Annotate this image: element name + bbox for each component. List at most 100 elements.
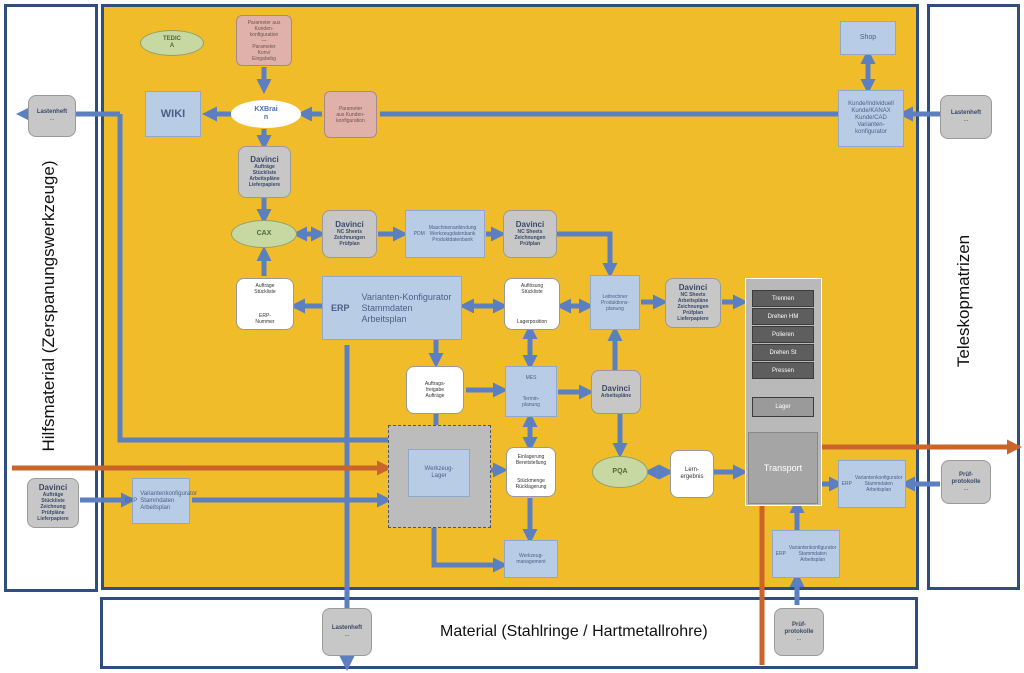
kxbrain-node: KXBrai n [231,100,301,128]
leitrechner-text: Leitrechner Produktions- planung [600,293,630,312]
davinci-5-body: Arbeitspläne [600,392,632,399]
erp-main-body: Varianten-Konfigurator Stammdaten Arbeit… [361,291,452,324]
pruefprotokolle-right-box: Prüf- protokolle... [941,460,991,504]
bottom-frame-label: Material (Stahlringe / Hartmetallrohre) [440,623,708,640]
lastenheft-bottom-sub: ... [344,632,350,638]
erp-left-label: ERP [124,497,138,504]
transport-box: Transport [748,432,818,504]
erp-right-label: ERP [841,481,852,487]
pruefprotokolle-bottom-title: Prüf- protokolle [784,621,814,635]
kxbrain-text: KXBrai n [254,106,278,121]
machine-drehen-hm: Drehen HM [752,308,814,325]
einlagerung-top: Einlagerung Bereitstellung [515,454,547,466]
lastenheft-left-box: Lastenheft... [28,95,76,137]
mes-box: MES Termin- planung [505,366,557,417]
davinci-4-title: Davinci [678,282,708,292]
davinci-5-title: Davinci [601,383,631,393]
auftragsfreigabe-box: Auftrags- freigabe Aufträge [406,366,464,414]
mes-top: MES [525,374,537,381]
cax-node: CAX [231,220,297,248]
lastenheft-right-title: Lastenheft [950,110,982,116]
lastenheft-bottom-title: Lastenheft [331,625,363,631]
machine-polieren: Polieren [752,326,814,343]
erp-left-body: Variantenkonfigurator Stammdaten Arbeits… [140,490,198,511]
auftrag-left-top: Aufträge Stückliste [254,283,276,295]
parameter-top-text: Parameter aus Kunden- konfiguration — Pa… [247,19,281,62]
lager-box: Lager [752,397,814,417]
lastenheft-bottom-box: Lastenheft... [322,608,372,656]
pruefprotokolle-right-title: Prüf- protokolle [951,471,981,485]
werkzeugmanagement-text: Werkzeug- management [516,553,546,565]
lastenheft-right-box: Lastenheft... [940,95,992,139]
kunde-konfigurator-text: Kunde/Individuell Kunde/KANAX Kunde/CAD … [848,101,894,135]
werkzeuglager-text: Werkzeug- Lager [424,466,454,479]
shop-box: Shop [840,21,896,55]
erp-bottom-body: Variantenkonfigurator Stammdaten Arbeits… [788,545,837,563]
cax-text: CAX [256,230,272,237]
parameter-mid-text: Parameter aus Kunden- konfiguration [336,105,365,124]
erp-main-box: ERP Varianten-Konfigurator Stammdaten Arb… [322,276,462,340]
leitrechner-box: Leitrechner Produktions- planung [590,275,640,330]
lastenheft-right-sub: ... [963,117,969,123]
wiki-box: WIKI [145,91,201,137]
machine-trennen: Trennen [752,290,814,307]
pruefprotokolle-bottom-box: Prüf- protokolle... [774,608,824,656]
lastenheft-left-sub: ... [49,116,55,122]
erp-main-label: ERP [331,303,350,313]
davinci-3-title: Davinci [515,219,545,229]
davinci-2-title: Davinci [335,219,364,229]
davinci-3-body: NC Sheets Zeichnungen Prüfplan [514,228,546,247]
wiki-text: WIKI [160,108,186,120]
shop-text: Shop [859,34,877,41]
davinci-left-body: Aufträge Stückliste Zeichnung Prüfpläne … [37,491,69,522]
pdm-body: Maschinenanbindung Werkzeugdatenbank Pro… [428,225,477,243]
davinci-left-title: Davinci [38,482,68,492]
transport-text: Transport [763,463,803,473]
erp-right-body: Variantenkonfigurator Stammdaten Arbeits… [854,475,903,493]
machine-drehen-st: Drehen St [752,344,814,361]
pqa-text: PQA [612,468,628,475]
lernergebnis-box: Lern- ergebnis [670,450,714,498]
auftrag-left-bottom: ERP- Nummer [255,313,275,325]
werkzeugmanagement-box: Werkzeug- management [504,540,558,578]
line-left-vertical [117,114,392,443]
pruefprotokolle-right-sub: ... [963,485,969,492]
davinci-4-body: NC Sheets Arbeitspläne Zeichnungen Prüfp… [677,291,709,322]
lernergebnis-text: Lern- ergebnis [680,467,704,480]
davinci-2-body: NC Sheets Zeichnungen Prüfplan [333,228,366,247]
davinci-1-title: Davinci [250,154,279,164]
erp-bottom-label: ERP [775,551,786,557]
aufloesung-bottom: Lagerposition [516,319,548,325]
tedica-node: TEDIC A [140,30,204,56]
einlagerung-bottom: Stückmenge Rücklagerung [515,478,547,490]
parameter-mid-box: Parameter aus Kunden- konfiguration [324,91,377,138]
tedica-text: TEDIC A [163,36,181,49]
mes-bottom: Termin- planung [522,396,540,409]
pdm-label: PDM [413,231,425,237]
pruefprotokolle-bottom-sub: ... [796,635,802,642]
kunde-konfigurator-box: Kunde/Individuell Kunde/KANAX Kunde/CAD … [838,90,904,147]
pqa-node: PQA [592,456,648,488]
davinci-1-body: Aufträge Stückliste Arbeitspläne Lieferp… [248,163,281,188]
lastenheft-left-title: Lastenheft [36,109,68,115]
auftragsfreigabe-text: Auftrags- freigabe Aufträge [424,381,446,399]
aufloesung-top: Auflösung Stückliste [520,283,544,295]
arrow-davinci3-leitrechner [557,231,618,278]
machine-pressen: Pressen [752,362,814,379]
werkzeuglager-box: Werkzeug- Lager [408,449,470,497]
parameter-top-box: Parameter aus Kunden- konfiguration — Pa… [236,15,292,66]
